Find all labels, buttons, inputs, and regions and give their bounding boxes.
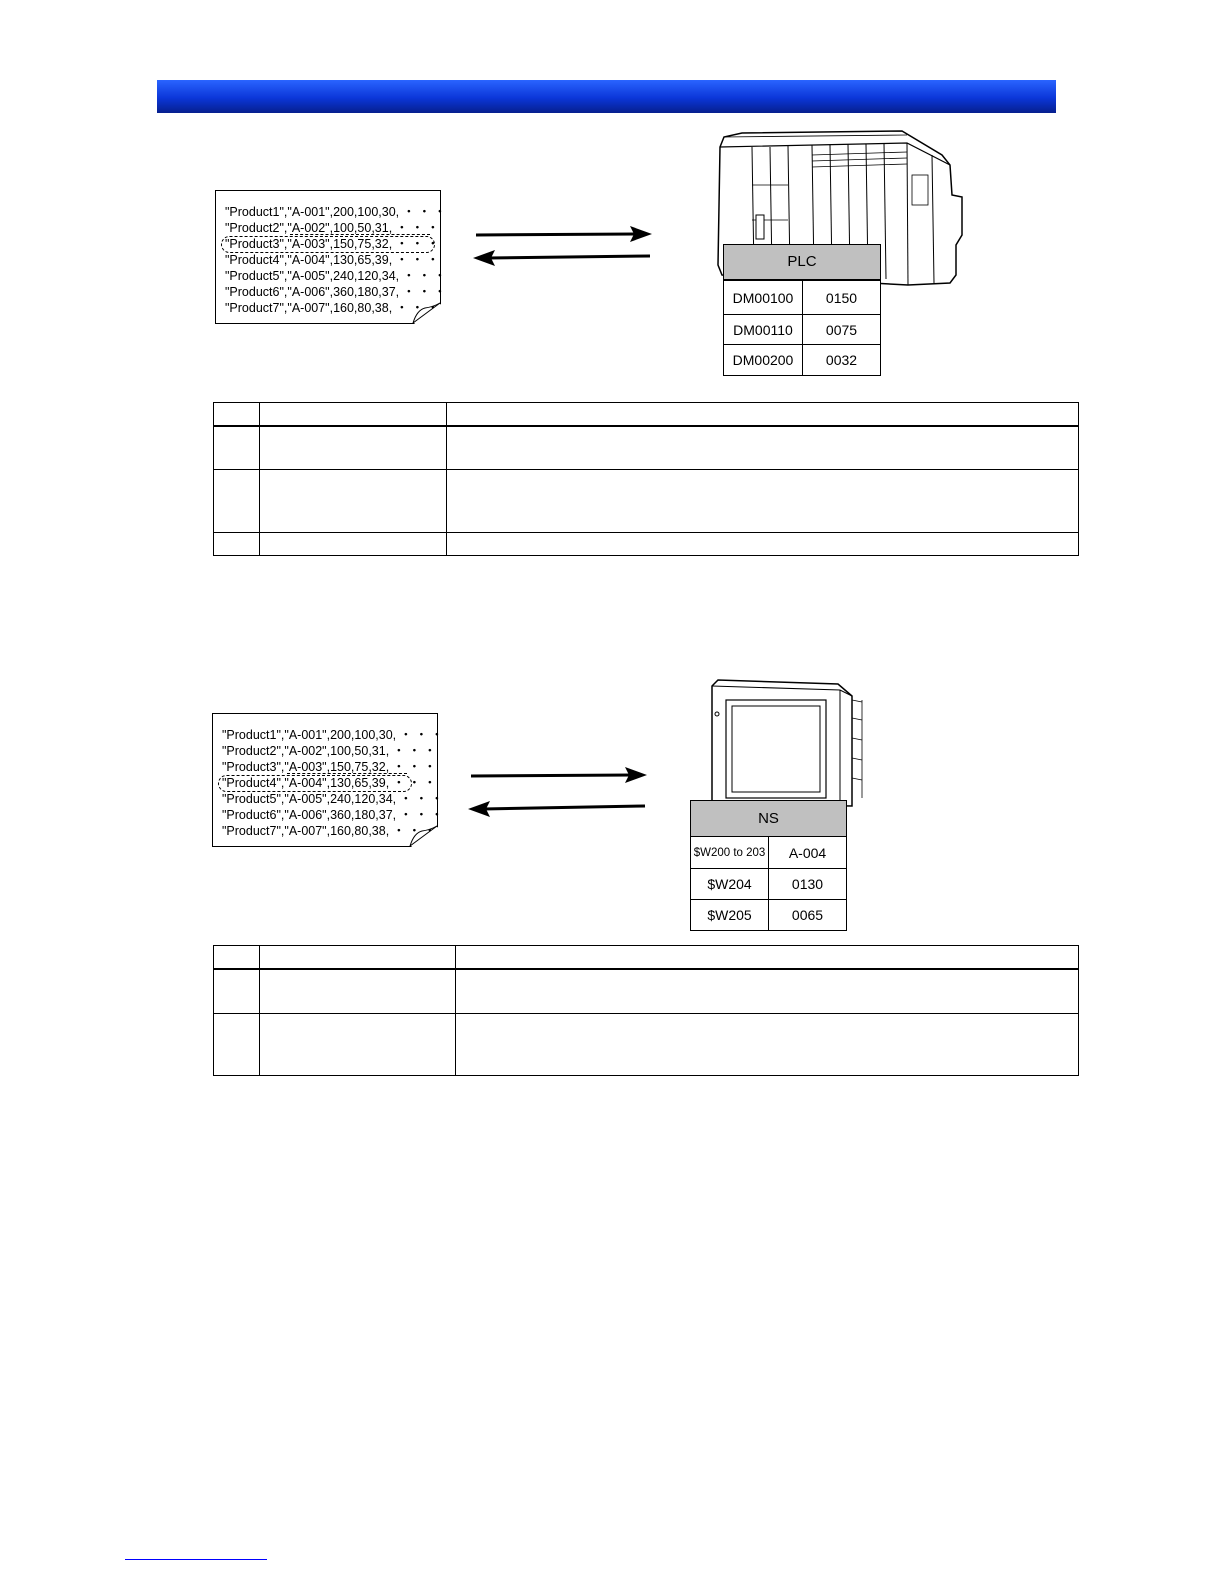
transfer-arrows-icon — [468, 767, 647, 817]
csv-line: "Product3","A-003",150,75,32, ・・・ — [222, 760, 440, 774]
plc-address-cell: DM00200 — [723, 344, 803, 376]
csv-line: "Product5","A-005",240,120,34, ・・・ — [225, 269, 450, 283]
plc-value-cell: 0032 — [802, 344, 881, 376]
csv-line: "Product4","A-004",130,65,39, ・・・ — [225, 253, 443, 267]
footer-link-underline — [125, 1559, 267, 1560]
selected-record-highlight — [221, 236, 435, 253]
csv-line: "Product5","A-005",240,120,34, ・・・ — [222, 792, 447, 806]
section-header-banner — [157, 80, 1056, 113]
plc-address-cell: DM00110 — [723, 314, 803, 345]
plc-value-cell: 0075 — [802, 314, 881, 345]
plc-address-cell: DM00100 — [723, 280, 803, 315]
ns-label: NS — [690, 800, 847, 837]
csv-line: "Product6","A-006",360,180,37, ・・・ — [222, 808, 447, 822]
csv-line: "Product1","A-001",200,100,30, ・・・ — [222, 728, 447, 742]
transfer-arrows-icon — [473, 226, 652, 266]
paper-fold-icon — [409, 825, 438, 847]
ns-value-cell: 0130 — [768, 868, 847, 900]
csv-line: "Product7","A-007",160,80,38, ・・・ — [225, 301, 443, 315]
csv-line: "Product2","A-002",100,50,31, ・・・ — [225, 221, 443, 235]
ns-value-cell: 0065 — [768, 899, 847, 931]
csv-file-upper: "Product1","A-001",200,100,30, ・・・ "Prod… — [215, 190, 446, 324]
csv-line: "Product7","A-007",160,80,38, ・・・ — [222, 824, 440, 838]
csv-file-lower: "Product1","A-001",200,100,30, ・・・ "Prod… — [212, 713, 443, 847]
plc-value-cell: 0150 — [802, 280, 881, 315]
ns-address-cell: $W205 — [690, 899, 769, 931]
ns-address-cell: $W200 to 203 — [690, 836, 769, 869]
csv-line: "Product6","A-006",360,180,37, ・・・ — [225, 285, 450, 299]
ns-address-cell: $W204 — [690, 868, 769, 900]
csv-line: "Product1","A-001",200,100,30, ・・・ — [225, 205, 450, 219]
ns-value-cell: A-004 — [768, 836, 847, 869]
paper-fold-icon — [412, 302, 441, 324]
csv-line: "Product2","A-002",100,50,31, ・・・ — [222, 744, 440, 758]
selected-record-highlight — [218, 775, 412, 792]
plc-label: PLC — [723, 244, 881, 280]
ns-terminal-icon — [711, 679, 863, 807]
